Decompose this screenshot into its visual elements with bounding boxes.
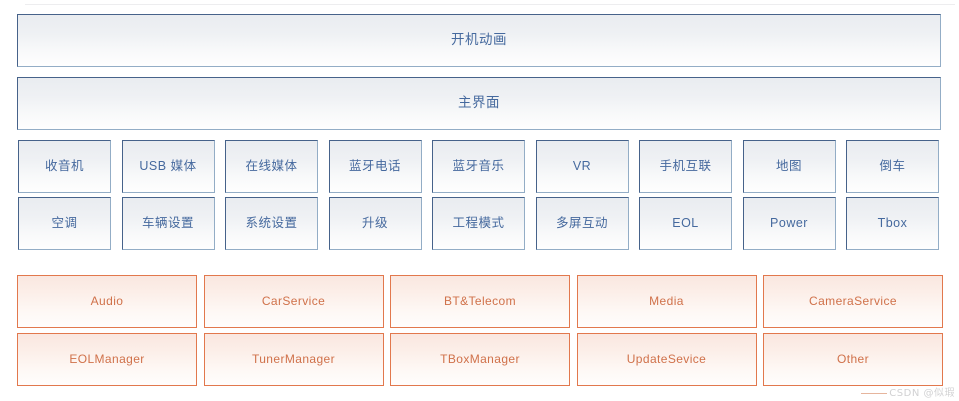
service-cell-eol-manager[interactable]: EOLManager (17, 333, 197, 386)
service-cell-tbox-manager[interactable]: TBoxManager (390, 333, 570, 386)
service-cell-update-service[interactable]: UpdateSevice (576, 333, 757, 386)
module-cell-radio[interactable]: 收音机 (18, 140, 111, 193)
service-cell-car-service[interactable]: CarService (203, 275, 384, 328)
banner-boot-animation-label: 开机动画 (451, 32, 507, 48)
module-cell-air-conditioner-label: 空调 (51, 215, 78, 230)
top-divider (25, 4, 955, 5)
service-cell-camera-service[interactable]: CameraService (763, 275, 943, 328)
service-cell-media-label: Media (649, 294, 684, 308)
service-cell-media[interactable]: Media (576, 275, 757, 328)
module-cell-online-media[interactable]: 在线媒体 (225, 140, 318, 193)
module-cell-phone-link-label: 手机互联 (659, 158, 712, 173)
module-cell-air-conditioner[interactable]: 空调 (18, 197, 111, 250)
module-cell-online-media-label: 在线媒体 (245, 158, 298, 173)
module-cell-bluetooth-music[interactable]: 蓝牙音乐 (432, 140, 525, 193)
service-cell-car-service-label: CarService (261, 294, 326, 308)
service-cell-tuner-manager-label: TunerManager (251, 352, 336, 366)
module-cell-engineering-mode-label: 工程模式 (452, 215, 505, 230)
service-cell-audio[interactable]: Audio (17, 275, 197, 328)
banner-boot-animation[interactable]: 开机动画 (17, 14, 941, 67)
module-cell-map[interactable]: 地图 (742, 140, 836, 193)
module-cell-map-label: 地图 (775, 158, 802, 173)
banner-main-interface-label: 主界面 (458, 95, 500, 111)
module-cell-eol[interactable]: EOL (639, 197, 732, 250)
module-cell-tbox[interactable]: Tbox (846, 197, 939, 250)
watermark-text: CSDN @似瑕 (889, 388, 955, 399)
module-cell-reverse[interactable]: 倒车 (846, 140, 939, 193)
module-cell-phone-link[interactable]: 手机互联 (639, 140, 732, 193)
module-cell-power-label: Power (770, 215, 808, 230)
service-cell-bt-telecom-label: BT&Telecom (443, 294, 517, 308)
module-cell-bluetooth-music-label: 蓝牙音乐 (452, 158, 505, 173)
module-cell-power[interactable]: Power (742, 197, 836, 250)
module-cell-vr-label: VR (572, 158, 592, 173)
module-cell-multi-screen-label: 多屏互动 (555, 215, 608, 230)
csdn-watermark: CSDN @似瑕 (861, 384, 955, 399)
module-cell-eol-label: EOL (672, 215, 699, 230)
module-cell-usb-media-label: USB 媒体 (139, 158, 197, 173)
module-cell-upgrade[interactable]: 升级 (328, 197, 422, 250)
service-cell-camera-service-label: CameraService (809, 294, 897, 308)
service-cell-tuner-manager[interactable]: TunerManager (203, 333, 384, 386)
watermark-rule (861, 392, 888, 394)
service-cell-update-service-label: UpdateSevice (626, 352, 707, 366)
module-cell-vehicle-settings-label: 车辆设置 (141, 215, 194, 230)
module-cell-radio-label: 收音机 (44, 158, 84, 173)
module-cell-vr[interactable]: VR (535, 140, 629, 193)
module-cell-vehicle-settings[interactable]: 车辆设置 (121, 197, 215, 250)
service-cell-audio-label: Audio (90, 294, 124, 308)
module-cell-bluetooth-phone[interactable]: 蓝牙电话 (328, 140, 422, 193)
module-cell-bluetooth-phone-label: 蓝牙电话 (348, 158, 401, 173)
banner-main-interface[interactable]: 主界面 (17, 77, 941, 130)
service-cell-other[interactable]: Other (763, 333, 943, 386)
service-cell-tbox-manager-label: TBoxManager (440, 352, 520, 366)
service-cell-other-label: Other (836, 352, 869, 366)
service-cell-bt-telecom[interactable]: BT&Telecom (390, 275, 570, 328)
module-cell-system-settings[interactable]: 系统设置 (225, 197, 318, 250)
module-cell-tbox-label: Tbox (877, 215, 908, 230)
module-cell-usb-media[interactable]: USB 媒体 (121, 140, 215, 193)
module-cell-system-settings-label: 系统设置 (245, 215, 298, 230)
module-cell-upgrade-label: 升级 (361, 215, 388, 230)
module-cell-reverse-label: 倒车 (879, 158, 906, 173)
module-cell-engineering-mode[interactable]: 工程模式 (432, 197, 525, 250)
service-cell-eol-manager-label: EOLManager (69, 352, 145, 366)
module-cell-multi-screen[interactable]: 多屏互动 (535, 197, 629, 250)
